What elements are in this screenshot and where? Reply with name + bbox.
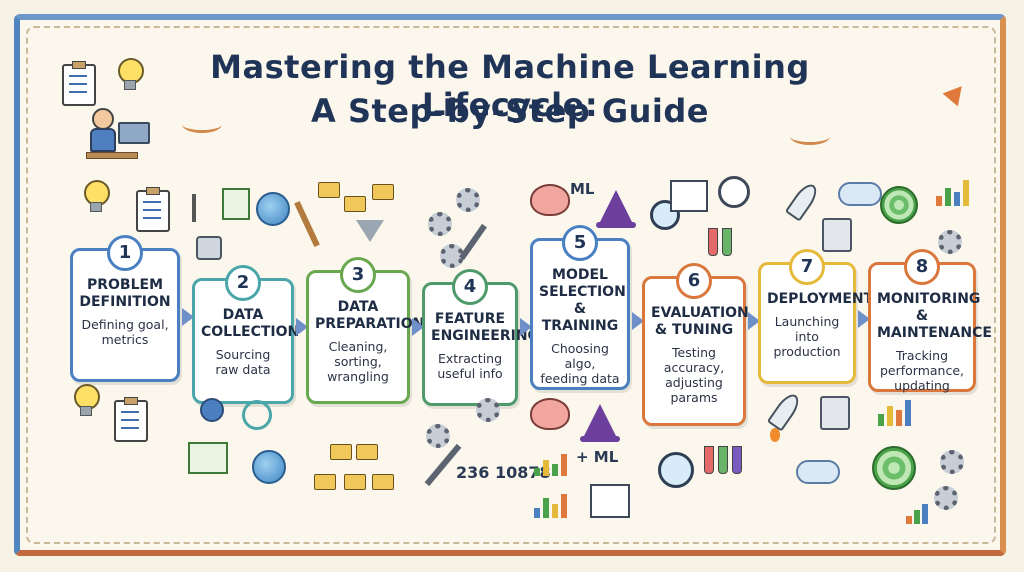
wizard-hat-icon bbox=[596, 190, 636, 228]
gear-icon bbox=[428, 212, 452, 236]
line-chart-icon bbox=[534, 448, 570, 476]
folders-icon bbox=[330, 444, 352, 460]
globe-icon bbox=[252, 450, 286, 484]
step-number-badge: 6 bbox=[676, 263, 712, 299]
step-number-badge: 3 bbox=[340, 257, 376, 293]
decorative-swirl bbox=[182, 116, 222, 133]
page-frame-inner bbox=[26, 26, 996, 544]
rocket-flame-icon bbox=[770, 428, 780, 442]
folders-icon bbox=[356, 444, 378, 460]
step-8-monitoring-maintenance: 8 MONITORING & MAINTENANCE Tracking perf… bbox=[868, 249, 992, 393]
step-number-badge: 4 bbox=[452, 269, 488, 305]
step-2-data-collection: 2 DATA COLLECTION Sourcing raw data bbox=[192, 265, 300, 404]
cloud-icon bbox=[796, 460, 840, 484]
step-description: Testing accuracy, adjusting params bbox=[663, 345, 725, 405]
ml-label: ML bbox=[570, 180, 595, 198]
ml-plus-label: + ML bbox=[576, 448, 619, 466]
step-description: Launching into production bbox=[773, 314, 841, 359]
step-name: PROBLEM DEFINITION bbox=[79, 277, 171, 310]
step-number-badge: 7 bbox=[789, 249, 825, 285]
gear-icon bbox=[426, 424, 450, 448]
test-tube-icon bbox=[732, 446, 742, 474]
step-name: DEPLOYMENT bbox=[767, 291, 874, 307]
test-tube-icon bbox=[704, 446, 714, 474]
bar-chart-icon bbox=[534, 490, 570, 518]
step-number-badge: 1 bbox=[107, 235, 143, 271]
folders-icon bbox=[372, 474, 394, 490]
line-chart-icon bbox=[670, 180, 708, 212]
page-title-line-2: A Step-by-Step Guide bbox=[311, 92, 709, 130]
step-description: Cleaning, sorting, wrangling bbox=[327, 339, 389, 384]
step-name: DATA COLLECTION bbox=[201, 307, 300, 340]
numbers-label: 236 10878 bbox=[456, 463, 551, 482]
sync-icon bbox=[242, 400, 272, 430]
step-description: Extracting useful info bbox=[437, 351, 503, 381]
decorative-swirl-right bbox=[790, 128, 830, 145]
step-1-problem-definition: 1 PROBLEM DEFINITION Defining goal, metr… bbox=[70, 235, 180, 382]
step-7-deployment: 7 DEPLOYMENT Launching into production bbox=[758, 249, 874, 384]
step-description: Sourcing raw data bbox=[215, 347, 271, 377]
server-icon bbox=[822, 218, 852, 252]
step-description: Defining goal, metrics bbox=[81, 317, 169, 347]
folders-icon bbox=[344, 196, 366, 212]
step-5-model-selection-training: 5 MODEL SELECTION & TRAINING Choosing al… bbox=[530, 225, 630, 390]
step-name: DATA PREPARATION bbox=[315, 299, 425, 332]
flow-arrow bbox=[296, 318, 308, 336]
funnel-icon bbox=[356, 220, 384, 242]
radar-icon bbox=[880, 186, 918, 224]
cloud-icon bbox=[838, 182, 882, 206]
flow-arrow bbox=[182, 308, 194, 326]
flow-arrow bbox=[632, 312, 644, 330]
step-description: Tracking performance, updating bbox=[879, 348, 965, 393]
flow-arrow bbox=[748, 312, 760, 330]
checklist-icon bbox=[62, 61, 96, 106]
gear-icon bbox=[456, 188, 480, 212]
brain-icon bbox=[530, 184, 570, 216]
network-icon bbox=[200, 398, 224, 422]
step-number-badge: 5 bbox=[562, 225, 598, 261]
step-name: MONITORING & MAINTENANCE bbox=[877, 291, 992, 341]
test-tube-icon bbox=[722, 228, 732, 256]
flow-arrow bbox=[412, 318, 424, 336]
gear-icon bbox=[934, 486, 958, 510]
test-tube-icon bbox=[708, 228, 718, 256]
gauge-icon bbox=[718, 176, 750, 208]
globe-icon bbox=[256, 192, 290, 226]
bar-chart-icon bbox=[906, 500, 936, 524]
bar-chart-icon bbox=[936, 176, 972, 206]
robot-icon bbox=[196, 236, 222, 260]
brain-icon bbox=[530, 398, 570, 430]
step-6-evaluation-tuning: 6 EVALUATION & TUNING Testing accuracy, … bbox=[642, 263, 749, 426]
wizard-hat-icon bbox=[580, 404, 620, 442]
antenna-icon bbox=[192, 194, 196, 222]
checklist-icon bbox=[136, 187, 170, 232]
flow-arrow bbox=[858, 310, 870, 328]
server-icon bbox=[820, 396, 850, 430]
test-tube-icon bbox=[718, 446, 728, 474]
folders-icon bbox=[344, 474, 366, 490]
flow-arrow bbox=[520, 318, 532, 336]
page-title-line-1: Mastering the Machine Learning Lifecycle… bbox=[210, 48, 810, 124]
gear-icon bbox=[940, 450, 964, 474]
step-name: EVALUATION & TUNING bbox=[651, 305, 749, 338]
step-name: MODEL SELECTION & TRAINING bbox=[539, 267, 626, 334]
step-number-badge: 8 bbox=[904, 249, 940, 285]
step-3-data-preparation: 3 DATA PREPARATION Cleaning, sorting, wr… bbox=[306, 257, 425, 404]
spreadsheet-icon bbox=[222, 188, 250, 220]
step-description: Choosing algo, feeding data bbox=[540, 341, 620, 386]
step-name: FEATURE ENGINEERING bbox=[431, 311, 540, 344]
gear-icon bbox=[476, 398, 500, 422]
radar-icon bbox=[872, 446, 916, 490]
gear-icon bbox=[938, 230, 962, 254]
step-number-badge: 2 bbox=[225, 265, 261, 301]
folders-icon bbox=[372, 184, 394, 200]
folders-icon bbox=[318, 182, 340, 198]
checklist-icon bbox=[114, 397, 148, 442]
folders-icon bbox=[314, 474, 336, 490]
bar-chart-icon bbox=[878, 396, 914, 426]
step-4-feature-engineering: 4 FEATURE ENGINEERING Extracting useful … bbox=[422, 269, 540, 406]
spreadsheet-icon bbox=[188, 442, 228, 474]
magnifier-icon bbox=[658, 452, 694, 488]
scatter-chart-icon bbox=[590, 484, 630, 518]
